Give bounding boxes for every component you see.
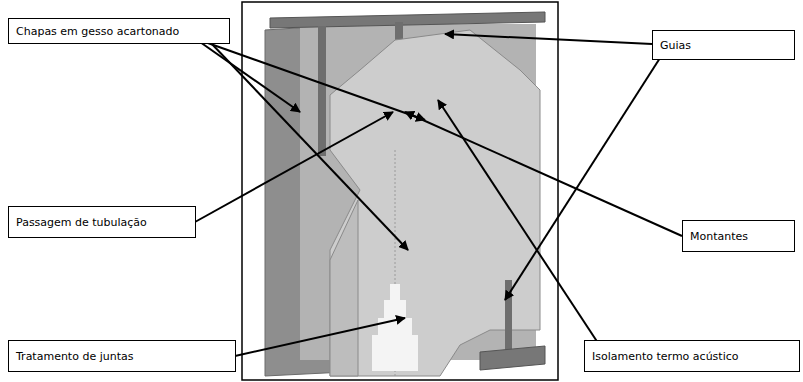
- callout-label: Passagem de tubulação: [16, 216, 147, 229]
- leader-arrow: [195, 112, 393, 222]
- top-guide: [270, 12, 545, 28]
- callout-box: Tratamento de juntas: [8, 340, 236, 372]
- leader-arrow: [205, 42, 425, 120]
- callout-label: Chapas em gesso acartonado: [16, 25, 179, 38]
- leader-arrow: [405, 112, 682, 236]
- leader-arrows: [195, 34, 682, 356]
- front-board: [330, 30, 540, 376]
- stud: [318, 26, 326, 156]
- illustration-frame: [242, 2, 558, 380]
- leader-arrow: [200, 42, 300, 112]
- leader-arrow: [505, 58, 660, 300]
- callout-label: Montantes: [690, 230, 748, 243]
- leader-arrow: [438, 100, 600, 346]
- leader-arrow: [235, 318, 405, 356]
- leader-arrow: [445, 34, 652, 44]
- leader-arrow: [210, 42, 408, 250]
- callout-label: Tratamento de juntas: [16, 350, 133, 363]
- callout-box: Montantes: [682, 220, 795, 252]
- front-board-edge: [330, 200, 358, 376]
- callout-box: Chapas em gesso acartonado: [8, 18, 230, 44]
- joint-tape: [384, 300, 406, 319]
- callout-box: Passagem de tubulação: [8, 206, 196, 238]
- joint-tape: [390, 284, 400, 301]
- joint-tape: [372, 335, 418, 371]
- bottom-guide: [480, 346, 545, 370]
- callout-label: Isolamento termo acústico: [592, 350, 739, 363]
- joint-treatment: [372, 284, 418, 371]
- callout-box: Isolamento termo acústico: [584, 340, 800, 372]
- callout-box: Guias: [652, 30, 795, 60]
- callout-label: Guias: [660, 39, 691, 52]
